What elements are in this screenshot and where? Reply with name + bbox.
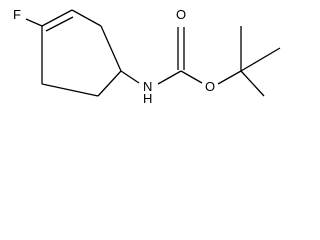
- bond-c1-c2: [97, 70, 122, 97]
- bond-c1-n: [120, 70, 140, 84]
- carbonyl-o-label: O: [176, 7, 186, 22]
- bond-c4-c5: [41, 9, 73, 27]
- bond-c4-c5-double: [45, 16, 74, 32]
- chemical-structure: F N H O O: [13, 7, 281, 106]
- bond-c6-c1: [100, 25, 122, 72]
- bond-c4-f: [25, 18, 43, 27]
- bond-c5-c6: [71, 9, 102, 27]
- bond-c2-c3: [41, 83, 99, 97]
- bond-n-carbonyl-c: [157, 70, 182, 85]
- bond-carbonyl-c-ester-o: [180, 70, 203, 84]
- fluorine-label: F: [13, 7, 21, 22]
- bond-tbu-methyl-right: [240, 47, 281, 72]
- bond-ester-o-tbu-c: [217, 70, 242, 85]
- bond-tbu-methyl-bottom: [240, 70, 265, 97]
- amine-n-label: N: [143, 79, 152, 94]
- cyclohexene-ring: [41, 9, 122, 97]
- tert-butyl-group: [240, 26, 281, 97]
- amine-h-label: H: [143, 91, 152, 106]
- ester-o-label: O: [205, 79, 215, 94]
